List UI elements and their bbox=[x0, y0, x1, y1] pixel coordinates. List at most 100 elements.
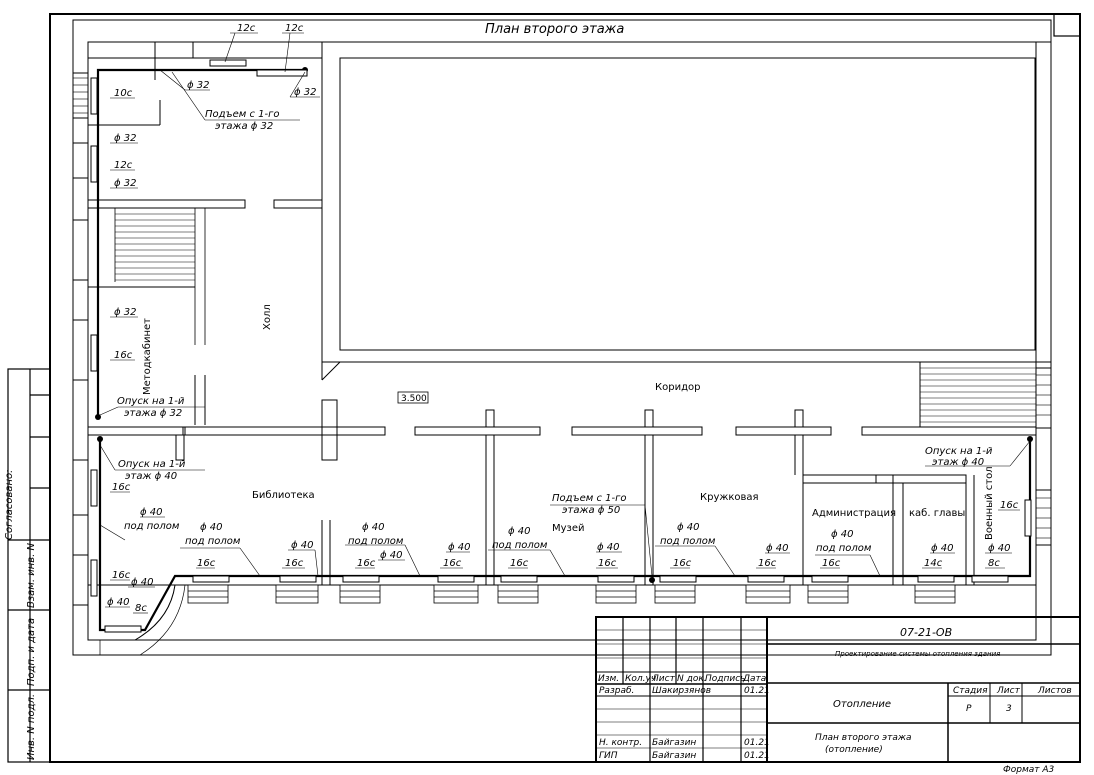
room-kruzhok: Кружковая bbox=[700, 492, 759, 503]
tb-nkontr-name: Байгазин bbox=[652, 738, 696, 748]
title-block bbox=[595, 616, 1081, 763]
tb-list: 3 bbox=[1006, 704, 1012, 714]
pipe-label: ϕ 40 bbox=[131, 577, 154, 588]
pipe-label: ϕ 40 bbox=[380, 550, 403, 561]
pipe-label: ϕ 40 bbox=[140, 507, 163, 518]
window-sills bbox=[187, 584, 956, 604]
rad-label: 16с bbox=[285, 558, 304, 569]
tb-nkontr-date: 01.21 bbox=[744, 738, 770, 748]
pipe-label: ϕ 40 bbox=[508, 526, 531, 537]
tb-gip-date: 01.21 bbox=[744, 751, 770, 761]
drawing-title: План второго этажа bbox=[485, 22, 624, 37]
room-metod: Методкабинет bbox=[142, 318, 153, 395]
tb-nkontr: Н. контр. bbox=[599, 738, 642, 748]
rad-label: 16с bbox=[357, 558, 376, 569]
radiators bbox=[90, 59, 1032, 633]
pipe-label: ϕ 40 bbox=[448, 542, 471, 553]
bay-window bbox=[87, 584, 176, 641]
rad-label: 16с bbox=[758, 558, 777, 569]
room-library: Библиотека bbox=[252, 490, 315, 501]
note-drop-32: Опуск на 1-й bbox=[117, 396, 185, 407]
pipe-label: под полом bbox=[660, 536, 716, 547]
tb-gip: ГИП bbox=[599, 751, 618, 761]
note-drop-40: Опуск на 1-й bbox=[118, 459, 186, 470]
pipe-label: ϕ 40 bbox=[291, 540, 314, 551]
tb-razrab-name: Шакирзянов bbox=[652, 686, 711, 696]
room-head: каб. главы bbox=[909, 508, 965, 519]
room-admin: Администрация bbox=[812, 508, 896, 519]
heating-pipes bbox=[96, 68, 1032, 632]
note-rise-32b: этажа ϕ 32 bbox=[215, 121, 273, 132]
level-mark-box bbox=[397, 391, 429, 404]
note-drop-40b: этаж ϕ 40 bbox=[125, 471, 177, 482]
pipe-label: ϕ 32 bbox=[114, 178, 137, 189]
tb-stadia-h: Стадия bbox=[953, 686, 988, 696]
tb-h-kol: Кол.уч bbox=[625, 674, 656, 684]
pipe-label: под полом bbox=[816, 543, 872, 554]
note-rise-50: Подъем с 1-го bbox=[552, 493, 627, 504]
rad-label: 16с bbox=[112, 570, 131, 581]
room-museum: Музей bbox=[552, 523, 585, 534]
pipe-label: ϕ 40 bbox=[931, 543, 954, 554]
pipe-label: под полом bbox=[348, 536, 404, 547]
tb-gip-name: Байгазин bbox=[652, 751, 696, 761]
pipe-label: ϕ 40 bbox=[988, 543, 1011, 554]
level-mark: 3.500 bbox=[401, 394, 427, 404]
tb-list-h: Лист bbox=[996, 686, 1021, 696]
pipe-label: ϕ 40 bbox=[107, 597, 130, 608]
tb-code: 07-21-ОВ bbox=[900, 626, 952, 639]
rad-label: 16с bbox=[1000, 500, 1019, 511]
note-drop-40r: Опуск на 1-й bbox=[925, 446, 993, 457]
note-drop-40rb: этаж ϕ 40 bbox=[932, 457, 984, 468]
stamp-agreed: Согласовано: bbox=[4, 469, 15, 540]
rad-label: 16с bbox=[114, 350, 133, 361]
room-military: Военный стол bbox=[984, 466, 995, 540]
room-corridor: Коридор bbox=[655, 382, 700, 393]
rad-label: 12с bbox=[285, 23, 304, 34]
rad-label: 16с bbox=[112, 482, 131, 493]
stamp-inv: Инв. N подл. bbox=[26, 694, 37, 760]
pipe-label: ϕ 32 bbox=[114, 307, 137, 318]
rad-label: 8с bbox=[135, 603, 147, 614]
tb-section: Отопление bbox=[833, 699, 891, 710]
pipe-label: ϕ 40 bbox=[677, 522, 700, 533]
note-rise-32: Подъем с 1-го bbox=[205, 109, 280, 120]
risers bbox=[95, 67, 1033, 583]
rad-label: 10с bbox=[114, 88, 133, 99]
stamp-podp: Подп. и дата bbox=[26, 618, 37, 686]
leaders bbox=[99, 32, 1031, 614]
tb-stadia: Р bbox=[966, 704, 972, 714]
rad-label: 16с bbox=[822, 558, 841, 569]
tb-sheet-name2: (отопление) bbox=[825, 745, 883, 755]
pipe-label: под полом bbox=[124, 521, 180, 532]
rad-label: 14с bbox=[924, 558, 943, 569]
tb-listov-h: Листов bbox=[1037, 686, 1072, 696]
rad-label: 8с bbox=[988, 558, 1000, 569]
rad-label: 16с bbox=[443, 558, 462, 569]
pipe-label: ϕ 40 bbox=[362, 522, 385, 533]
rad-label: 16с bbox=[510, 558, 529, 569]
rad-label: 12с bbox=[114, 160, 133, 171]
pipe-label: ϕ 40 bbox=[200, 522, 223, 533]
rad-label: 16с bbox=[673, 558, 692, 569]
pipe-label: ϕ 32 bbox=[114, 133, 137, 144]
pipe-label: ϕ 32 bbox=[294, 87, 317, 98]
rad-label: 12с bbox=[237, 23, 256, 34]
stairs bbox=[73, 77, 1051, 539]
pipe-label: под полом bbox=[492, 540, 548, 551]
note-rise-50b: этажа ϕ 50 bbox=[562, 505, 620, 516]
note-drop-32b: этажа ϕ 32 bbox=[124, 408, 182, 419]
tb-h-ndok: N док. bbox=[677, 674, 707, 684]
pipe-label: ϕ 32 bbox=[187, 80, 210, 91]
rad-label: 16с bbox=[598, 558, 617, 569]
pipe-label: ϕ 40 bbox=[597, 542, 620, 553]
tb-razrab-date: 01.21 bbox=[744, 686, 770, 696]
stamp-vzam: Взам. инв. N bbox=[26, 543, 37, 608]
tb-h-data: Дата bbox=[742, 674, 766, 684]
tb-h-list: Лист bbox=[651, 674, 676, 684]
side-stamp bbox=[7, 368, 51, 763]
tb-project: Проектирование системы отопления здания bbox=[835, 650, 1000, 658]
tb-razrab: Разраб. bbox=[599, 686, 634, 696]
pipe-label: ϕ 40 bbox=[831, 529, 854, 540]
